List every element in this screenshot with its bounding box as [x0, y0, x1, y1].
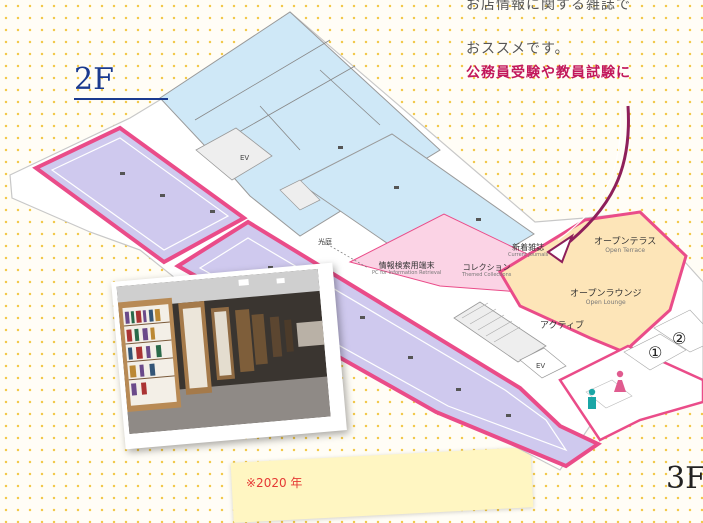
- open-terrace-label: オープンテラス Open Terrace: [594, 237, 657, 254]
- note-line-3: 公務員受験や教員試験に: [466, 65, 631, 81]
- pointer-arrow: [561, 105, 630, 250]
- open-lounge-en: Open Lounge: [585, 298, 626, 306]
- search-terminal-ja: 情報検索用端末: [378, 261, 435, 270]
- search-terminal-en: PC for Information Retrieval: [372, 269, 442, 276]
- open-lounge-label: オープンラウンジ Open Lounge: [570, 289, 642, 306]
- area-2-box: [653, 309, 703, 353]
- floor-map: EV EV 光庭: [9, 11, 703, 471]
- note-line-1: お店情報に関する雑誌で: [466, 0, 631, 13]
- bookshelf-photo: [111, 262, 347, 450]
- collection-en: Themed Collections: [462, 271, 512, 278]
- area-1-label: ①: [648, 343, 663, 362]
- female-restroom-icon: [614, 370, 626, 392]
- stair-core-bottom: [453, 301, 547, 363]
- note-line-2: おススメです。: [466, 41, 570, 57]
- active-label: アクティブ: [540, 321, 585, 331]
- floor-label-2f: 2F: [74, 62, 168, 100]
- hikari-label: 光庭: [318, 237, 332, 246]
- collection-ja: コレクション: [462, 263, 511, 272]
- open-lounge-area: [497, 210, 688, 354]
- stair-core-top: [195, 127, 273, 181]
- area-2-label: ②: [672, 329, 687, 348]
- new-magazines-label: 新着雑誌 Current Journals: [508, 243, 549, 258]
- stack-area-left: [32, 125, 248, 265]
- male-restroom-icon: [588, 388, 596, 409]
- open-lounge-ja: オープンラウンジ: [570, 289, 642, 299]
- info-note: お店情報に関する雑誌で おススメです。 公務員受験や教員試験に: [462, 0, 703, 84]
- collection-label: コレクション Themed Collections: [462, 263, 512, 278]
- ev-top-label: EV: [240, 154, 249, 162]
- area-1-box: [623, 333, 687, 371]
- open-terrace-ja: オープンテラス: [594, 237, 657, 247]
- search-terminal-label: 情報検索用端末 PC for Information Retrieval: [372, 261, 442, 276]
- new-magazines-ja: 新着雑誌: [512, 243, 545, 252]
- new-magazines-en: Current Journals: [508, 251, 549, 258]
- restroom-area: [558, 344, 703, 442]
- caption-text: ※2020 年: [246, 476, 303, 490]
- open-terrace-en: Open Terrace: [605, 246, 646, 254]
- floor-label-3f: 3F: [666, 461, 703, 496]
- ev-bottom-label: EV: [536, 362, 545, 370]
